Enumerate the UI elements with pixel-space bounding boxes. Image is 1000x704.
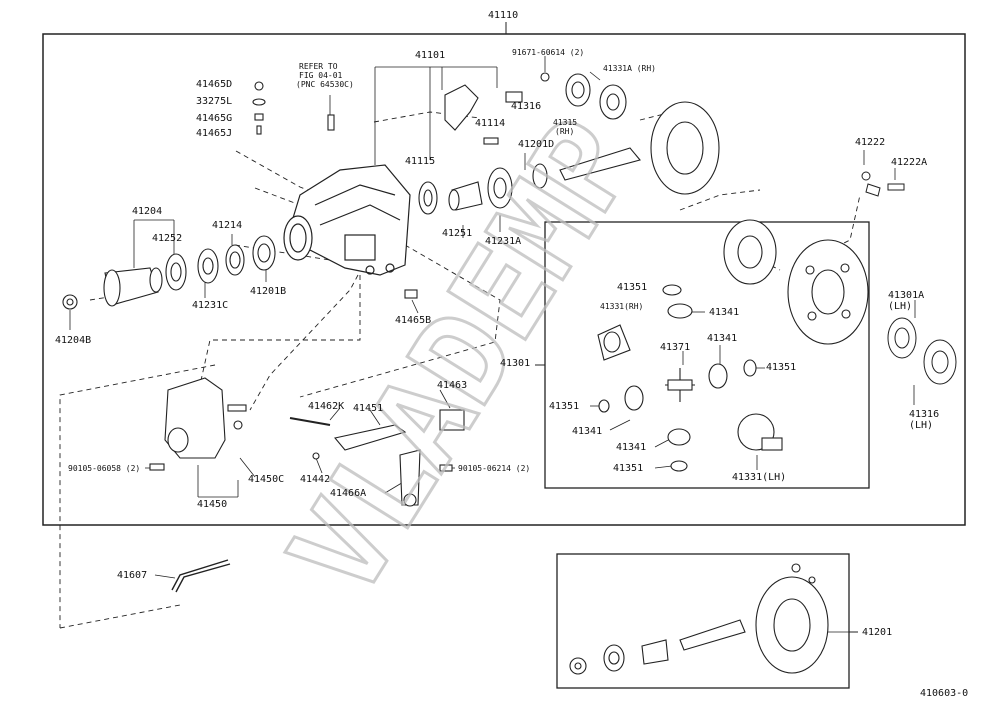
label-41351-a: 41351 bbox=[617, 282, 648, 293]
label-41201D: 41201D bbox=[518, 139, 555, 150]
gear-kit-frame bbox=[556, 553, 850, 689]
upper-parts bbox=[252, 72, 720, 215]
differential-parts bbox=[597, 219, 869, 472]
main-assembly-frame bbox=[42, 33, 966, 526]
label-41201B: 41201B bbox=[250, 286, 287, 297]
label-41331RH: 41331(RH) bbox=[600, 302, 644, 311]
label-41341-c: 41341 bbox=[572, 426, 603, 437]
label-41101: 41101 bbox=[415, 50, 446, 61]
label-41316-upper: 41316 bbox=[511, 101, 542, 112]
label-41110: 41110 bbox=[488, 10, 519, 21]
differential-subframe bbox=[544, 221, 870, 489]
label-90105-06214: 90105-06214 (2) bbox=[458, 464, 531, 473]
label-41463: 41463 bbox=[437, 380, 468, 391]
label-41204B: 41204B bbox=[55, 335, 92, 346]
label-41114: 41114 bbox=[475, 118, 506, 129]
companion-flange bbox=[103, 267, 163, 307]
label-41252: 41252 bbox=[152, 233, 183, 244]
label-41465G: 41465G bbox=[196, 113, 233, 124]
label-41315-side: (RH) bbox=[555, 127, 575, 136]
label-41351-b: 41351 bbox=[766, 362, 797, 373]
label-41450C: 41450C bbox=[248, 474, 285, 485]
label-41465D: 41465D bbox=[196, 79, 233, 90]
label-90105-06058: 90105-06058 (2) bbox=[68, 464, 141, 473]
actuator-parts bbox=[149, 289, 465, 507]
label-41451: 41451 bbox=[353, 403, 384, 414]
label-41465B: 41465B bbox=[395, 315, 432, 326]
label-41465J: 41465J bbox=[196, 128, 233, 139]
label-41222: 41222 bbox=[855, 137, 886, 148]
label-41341-d: 41341 bbox=[616, 442, 647, 453]
label-41301A: 41301A bbox=[888, 290, 925, 301]
label-33275L: 33275L bbox=[196, 96, 233, 107]
leader-lines bbox=[69, 56, 916, 633]
label-91671: 91671-60614 (2) bbox=[512, 48, 585, 57]
diagram-code: 410603-0 bbox=[920, 688, 969, 699]
label-41301A-side: (LH) bbox=[888, 301, 913, 312]
label-41450: 41450 bbox=[197, 499, 228, 510]
label-41607: 41607 bbox=[117, 570, 148, 581]
label-41341-b: 41341 bbox=[707, 333, 738, 344]
label-41301: 41301 bbox=[500, 358, 531, 369]
ref-note-line3: (PNC 64530C) bbox=[296, 80, 354, 89]
label-41115: 41115 bbox=[405, 156, 436, 167]
label-41331LH: 41331(LH) bbox=[732, 472, 787, 483]
label-41231C: 41231C bbox=[192, 300, 229, 311]
carrier-housing bbox=[283, 164, 411, 276]
breather-tube bbox=[171, 559, 231, 593]
label-41331A: 41331A (RH) bbox=[603, 64, 656, 73]
label-41442: 41442 bbox=[300, 474, 331, 485]
bearings-left bbox=[62, 235, 276, 310]
ref-note-line2: FIG 04-01 bbox=[299, 71, 343, 80]
label-41315: 41315 bbox=[553, 118, 578, 127]
label-41462K: 41462K bbox=[308, 401, 345, 412]
ref-note-line1: REFER TO bbox=[299, 62, 338, 71]
label-41201: 41201 bbox=[862, 627, 893, 638]
gear-kit-parts bbox=[569, 563, 829, 675]
label-41204: 41204 bbox=[132, 206, 163, 217]
label-41341-a: 41341 bbox=[709, 307, 740, 318]
right-fasteners bbox=[861, 171, 957, 385]
label-41251: 41251 bbox=[442, 228, 473, 239]
label-41316-side: (LH) bbox=[909, 420, 934, 431]
label-41214: 41214 bbox=[212, 220, 243, 231]
label-41222A: 41222A bbox=[891, 157, 928, 168]
label-41351-d: 41351 bbox=[613, 463, 644, 474]
label-41371: 41371 bbox=[660, 342, 691, 353]
label-41231A: 41231A bbox=[485, 236, 522, 247]
label-41316-lower: 41316 bbox=[909, 409, 940, 420]
label-41351-c: 41351 bbox=[549, 401, 580, 412]
label-41466A: 41466A bbox=[330, 488, 367, 499]
